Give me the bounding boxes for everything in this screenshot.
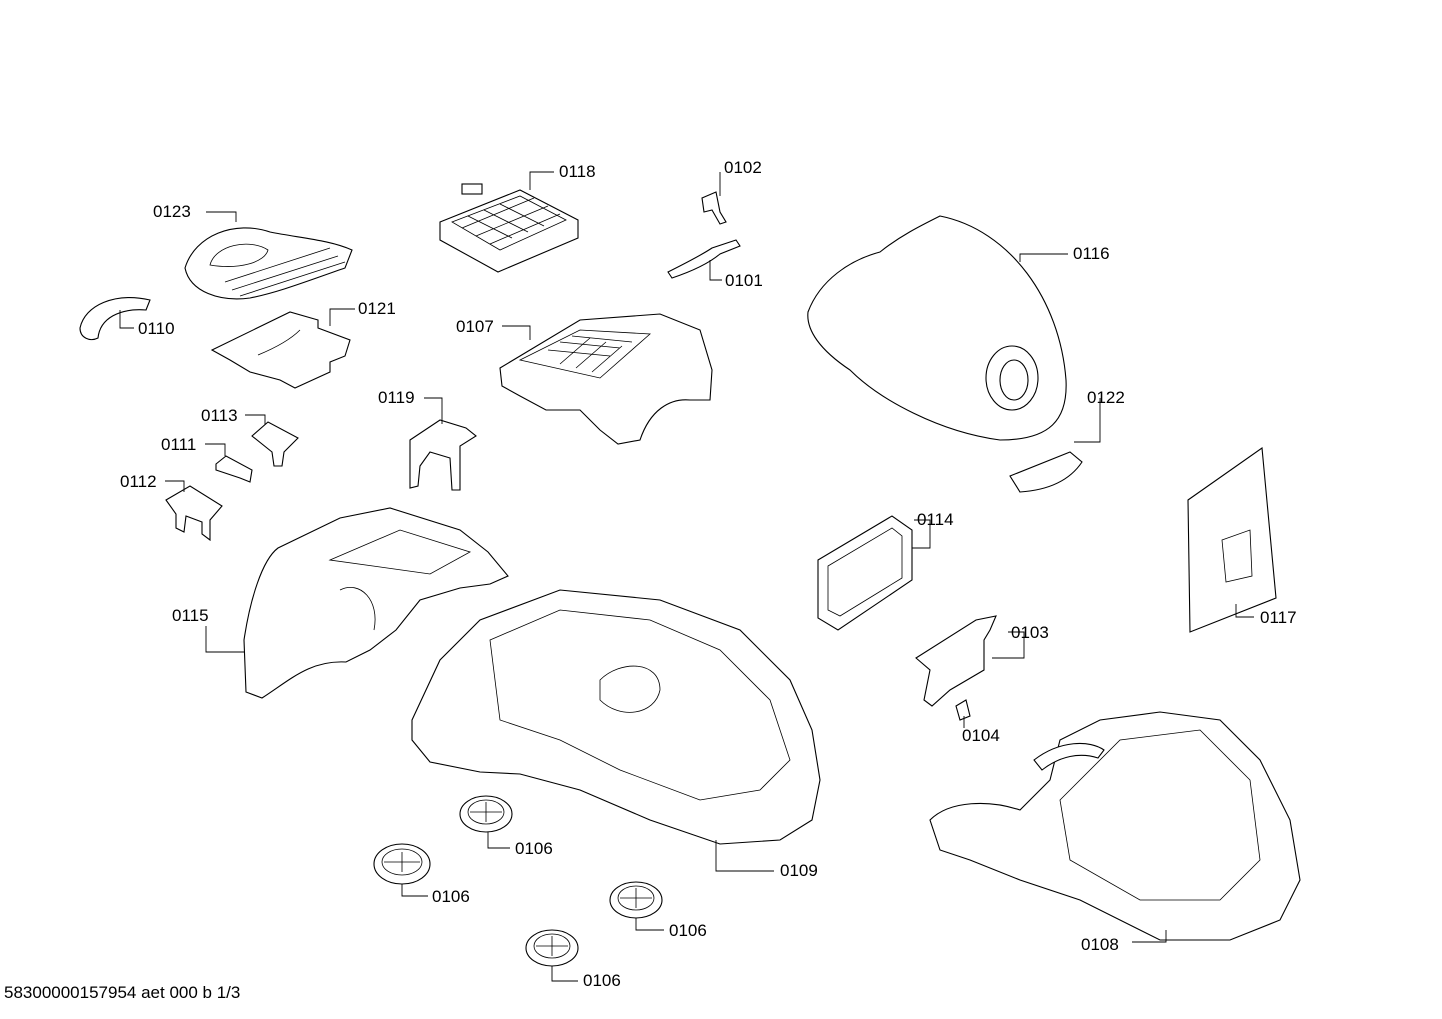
- label-0106-a: 0106: [515, 839, 553, 858]
- part-0111-latch: [215, 455, 253, 483]
- part-0108-base-frame: [929, 711, 1301, 941]
- label-0106-d: 0106: [583, 971, 621, 990]
- label-0116: 0116: [1073, 244, 1110, 263]
- document-footer: 58300000157954 aet 000 b 1/3: [4, 983, 241, 1002]
- part-0114-frame: [817, 515, 913, 631]
- part-0106-wheel-c: [609, 881, 663, 919]
- label-0118: 0118: [559, 162, 596, 181]
- label-0119: 0119: [378, 388, 415, 407]
- part-0103-bracket: [915, 615, 997, 707]
- part-0121-filter-sheet: [210, 311, 351, 389]
- part-0112-vent-clip: [165, 485, 223, 542]
- part-0118-hepa-filter: [439, 183, 579, 273]
- label-0108: 0108: [1081, 935, 1119, 954]
- label-0115: 0115: [172, 606, 209, 625]
- label-0113: 0113: [201, 406, 238, 425]
- label-0114: 0114: [917, 510, 954, 529]
- part-0101-spring: [667, 239, 741, 279]
- label-0107: 0107: [456, 317, 494, 336]
- part-0110-clip: [79, 297, 151, 341]
- part-0119-latch: [409, 419, 477, 491]
- label-0112: 0112: [120, 472, 157, 491]
- label-0122: 0122: [1087, 388, 1125, 407]
- label-0111: 0111: [161, 435, 197, 454]
- part-0123-grille-cover: [184, 227, 353, 300]
- part-0115-motor-housing: [243, 507, 509, 699]
- label-0110: 0110: [138, 319, 175, 338]
- label-0102: 0102: [724, 158, 762, 177]
- leader-lines: [119, 171, 1254, 982]
- part-0102-bracket: [701, 191, 727, 225]
- part-0117-dust-bag: [1187, 447, 1277, 633]
- label-0106-b: 0106: [432, 887, 470, 906]
- label-0123: 0123: [153, 202, 191, 221]
- part-0116-top-cover: [807, 215, 1067, 441]
- part-0113-vent-clip: [251, 421, 299, 467]
- part-0106-wheel-d: [525, 929, 579, 967]
- label-0117: 0117: [1260, 608, 1297, 627]
- label-0106-c: 0106: [669, 921, 707, 940]
- part-0109-main-body: [411, 589, 821, 845]
- part-0122-handle: [1009, 451, 1083, 493]
- label-0109: 0109: [780, 861, 818, 880]
- part-0104-tab: [955, 699, 971, 721]
- label-0121: 0121: [358, 299, 396, 318]
- label-0104: 0104: [962, 726, 1000, 745]
- part-0106-wheel-b: [373, 843, 431, 885]
- part-0107-filter-housing: [499, 313, 713, 445]
- part-0106-wheel-a: [459, 795, 513, 833]
- label-0103: 0103: [1011, 623, 1049, 642]
- label-0101: 0101: [725, 271, 763, 290]
